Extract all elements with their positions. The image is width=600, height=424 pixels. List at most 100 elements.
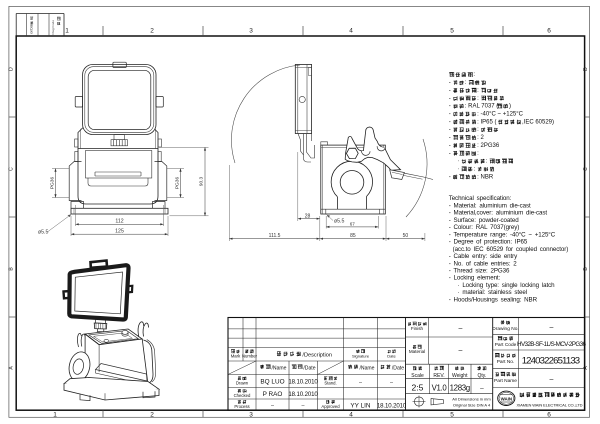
svg-text:D: D xyxy=(9,67,15,71)
svg-text::: : xyxy=(473,72,475,78)
svg-text:5: 5 xyxy=(450,412,454,419)
svg-text:/Date: /Date xyxy=(392,365,404,371)
svg-text:Number: Number xyxy=(242,354,258,359)
svg-text:B: B xyxy=(583,267,589,271)
svg-text:-: - xyxy=(449,104,451,110)
svg-text:111.5: 111.5 xyxy=(269,233,281,239)
svg-text:Original Size DIN A 4: Original Size DIN A 4 xyxy=(453,402,491,407)
svg-text:: -40°C ~ +125°C: : -40°C ~ +125°C xyxy=(477,112,523,118)
svg-text:18.10.2010: 18.10.2010 xyxy=(288,378,318,385)
svg-text:-: - xyxy=(449,88,451,94)
svg-text:Mark: Mark xyxy=(231,354,241,359)
svg-text:Weight: Weight xyxy=(452,373,468,379)
svg-text:67: 67 xyxy=(350,221,356,226)
svg-text:-: - xyxy=(449,151,451,157)
svg-text:Drawn: Drawn xyxy=(236,381,249,386)
svg-text:WAIN: WAIN xyxy=(501,396,512,401)
svg-text:Date: Date xyxy=(387,354,396,359)
svg-text:Part Name: Part Name xyxy=(494,378,517,384)
svg-text:- Hoods/Housings sealing: NBR: - Hoods/Housings sealing: NBR xyxy=(449,296,538,303)
svg-text:18.10.2010: 18.10.2010 xyxy=(377,402,407,409)
svg-text:A: A xyxy=(583,366,589,370)
svg-text:,IEC 60529): ,IEC 60529) xyxy=(522,119,554,125)
svg-text:PG36: PG36 xyxy=(175,177,181,190)
svg-text:6: 6 xyxy=(547,28,551,35)
svg-text:: RAL 7037 (: : RAL 7037 ( xyxy=(465,104,498,110)
svg-text:All Dimensions in mm: All Dimensions in mm xyxy=(452,397,491,402)
svg-text:–: – xyxy=(550,377,554,384)
svg-text:: 2: : 2 xyxy=(477,135,484,141)
svg-text:(acc.to IEC 60529 for coupled: (acc.to IEC 60529 for coupled connector) xyxy=(453,246,569,253)
svg-text:: IP65 (: : IP65 ( xyxy=(477,119,496,125)
svg-text:- No. of cable entries: 2: - No. of cable entries: 2 xyxy=(449,260,518,267)
svg-text:18.10.2010: 18.10.2010 xyxy=(288,391,318,398)
svg-text:PG36: PG36 xyxy=(50,177,56,190)
svg-text:XIAMEN WAIN ELECTRICAL CO.,LTD: XIAMEN WAIN ELECTRICAL CO.,LTD xyxy=(517,402,583,407)
svg-text:YY LIN: YY LIN xyxy=(350,402,371,409)
svg-text:: NBR: : NBR xyxy=(477,174,494,180)
svg-text:–: – xyxy=(359,379,362,385)
svg-text:Material: Material xyxy=(409,349,425,354)
svg-text:Technical specification:: Technical specification: xyxy=(449,195,512,202)
svg-text:–: – xyxy=(550,325,554,332)
svg-text:- Thread size: 2PG36: - Thread size: 2PG36 xyxy=(449,268,510,275)
svg-text:- Colour: RAL 7037(grey): - Colour: RAL 7037(grey) xyxy=(449,224,520,231)
svg-text:- Degree of protection: IP65: - Degree of protection: IP65 xyxy=(449,239,528,246)
svg-text:2: 2 xyxy=(150,412,154,419)
svg-text:Checked: Checked xyxy=(234,393,251,398)
svg-text:- Material,cover: aluminium di: - Material,cover: aluminium die-cast xyxy=(449,210,548,217)
svg-text:/Date: /Date xyxy=(303,365,315,371)
svg-text:C: C xyxy=(9,167,15,171)
svg-text:Approved: Approved xyxy=(321,404,340,409)
svg-text:Scale: Scale xyxy=(411,373,424,379)
svg-text:112: 112 xyxy=(115,219,123,225)
svg-text:–: – xyxy=(459,326,463,333)
svg-text::: : xyxy=(477,96,479,102)
svg-text:Drawing No.: Drawing No. xyxy=(492,326,518,332)
svg-text:BQ LUO: BQ LUO xyxy=(260,378,284,385)
svg-text:125: 125 xyxy=(115,229,124,235)
svg-text:-: - xyxy=(449,174,451,180)
svg-text:Part Code: Part Code xyxy=(495,342,517,348)
svg-text:HV32B-SF-1L/S-MCV-2PG36: HV32B-SF-1L/S-MCV-2PG36 xyxy=(517,341,586,348)
svg-text:1240322651133: 1240322651133 xyxy=(522,356,580,367)
svg-text:ø5.5: ø5.5 xyxy=(38,230,48,236)
svg-text:-: - xyxy=(449,135,451,141)
svg-text:Dwg Code: Dwg Code xyxy=(51,20,55,35)
svg-text:-: - xyxy=(449,127,451,133)
svg-text:2: 2 xyxy=(150,28,154,35)
svg-text:–: – xyxy=(390,379,393,385)
svg-text:4: 4 xyxy=(349,412,353,419)
svg-text:- Surface: powder-coated: - Surface: powder-coated xyxy=(449,217,520,224)
svg-text:·: · xyxy=(458,159,460,165)
svg-text:Stand.: Stand. xyxy=(324,381,336,386)
svg-text:xx/Date: xx/Date xyxy=(30,23,34,34)
svg-text:- Temperature range: -40°C ~ +: - Temperature range: -40°C ~ +125°C xyxy=(449,231,556,238)
svg-text:A: A xyxy=(9,366,15,370)
svg-text::: : xyxy=(477,127,479,133)
svg-text:REV.: REV. xyxy=(433,373,444,379)
svg-text:·: · xyxy=(458,167,460,173)
svg-text:–: – xyxy=(302,403,305,409)
svg-text:2:5: 2:5 xyxy=(412,383,424,393)
svg-text:: 2PG36: : 2PG36 xyxy=(477,143,500,149)
svg-text:-: - xyxy=(449,143,451,149)
svg-text:5: 5 xyxy=(450,28,454,35)
svg-text:· material: stainless steel: · material: stainless steel xyxy=(458,289,528,296)
svg-text:-: - xyxy=(449,119,451,125)
svg-text:1: 1 xyxy=(53,412,57,419)
svg-text:/Name: /Name xyxy=(271,365,286,371)
svg-text:/Description: /Description xyxy=(302,352,332,358)
svg-text:3: 3 xyxy=(249,412,253,419)
svg-text:- Material: aluminium die-cast: - Material: aluminium die-cast xyxy=(449,202,531,209)
svg-text:· Locking type: single lockin: · Locking type: single locking latch xyxy=(458,282,556,289)
svg-text::: : xyxy=(477,151,479,157)
svg-text:90.3: 90.3 xyxy=(199,177,205,187)
svg-text:): ) xyxy=(509,104,511,110)
svg-text::: : xyxy=(473,167,475,173)
svg-text:85: 85 xyxy=(350,233,356,239)
svg-text:Process: Process xyxy=(234,404,249,409)
svg-text:Signature: Signature xyxy=(352,354,370,359)
svg-text:Finish: Finish xyxy=(411,326,424,331)
svg-text:4: 4 xyxy=(349,28,353,35)
